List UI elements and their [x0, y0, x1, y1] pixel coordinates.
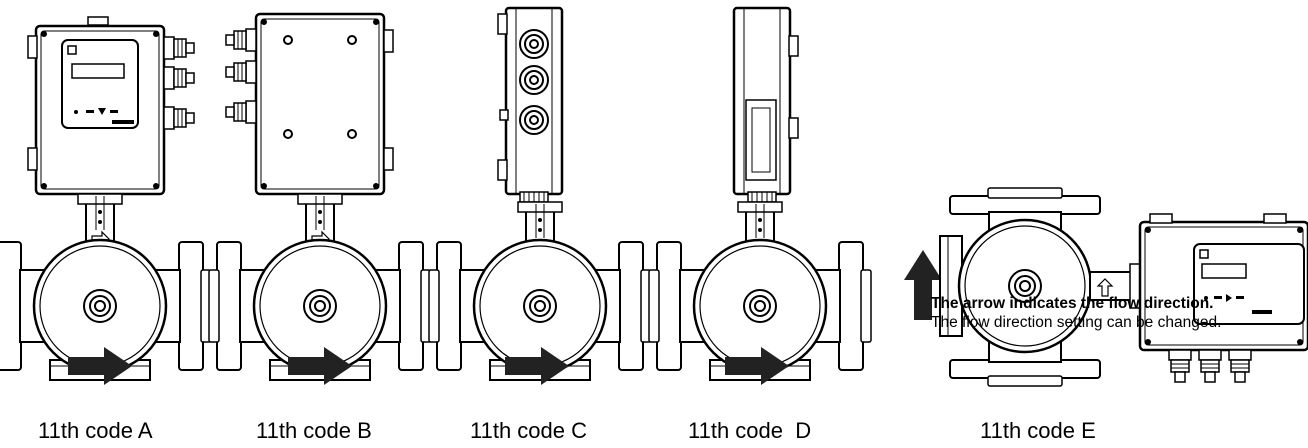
caption-code-a: 11th code A [38, 418, 153, 443]
converter-e [1138, 213, 1308, 383]
meter-e [904, 187, 1308, 387]
caption-code-b: 11th code B [256, 418, 372, 443]
caption-code-d: 11th code D [688, 418, 812, 443]
converter-d [732, 6, 799, 203]
meter-c [427, 6, 653, 385]
meter-b [207, 12, 433, 385]
meter-d [647, 6, 873, 385]
converter-c [497, 6, 564, 203]
flow-direction-note-text: The flow direction setting can be change… [931, 314, 1222, 331]
flow-arrow-e [904, 250, 942, 320]
flow-direction-note-title: The arrow indicates the flow direction. [931, 295, 1214, 312]
converter-b [225, 12, 394, 196]
meter-a [0, 16, 213, 385]
converter-a [27, 16, 195, 196]
caption-code-e: 11th code E [980, 418, 1096, 443]
caption-code-c: 11th code C [470, 418, 588, 443]
